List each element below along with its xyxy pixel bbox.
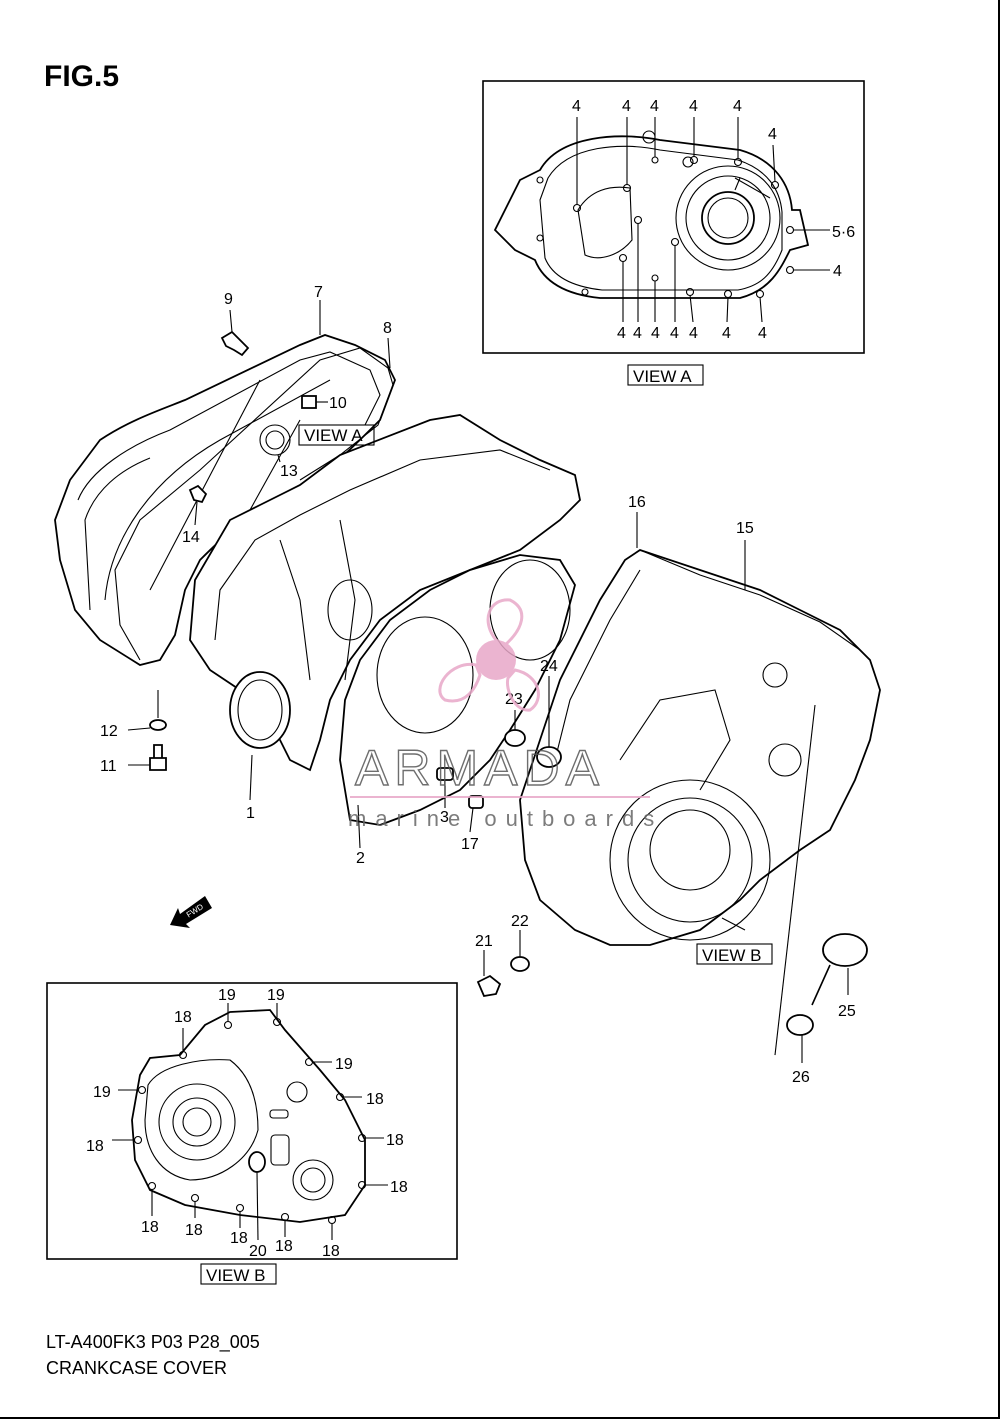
label-11: 11 — [100, 758, 117, 775]
view-a-label: 4 — [650, 98, 659, 115]
view-a-caption-box — [627, 364, 704, 386]
watermark-propeller-hub-icon — [476, 640, 516, 680]
view-a-label: 4 — [833, 263, 842, 280]
figure-name: CRANKCASE COVER — [46, 1358, 228, 1378]
label-14: 14 — [182, 529, 200, 546]
view-a-label: 4 — [689, 325, 698, 342]
watermark-tagline: marine outboards — [348, 806, 663, 831]
view-a-label: 5·6 — [832, 224, 855, 241]
view-a-label: 4 — [617, 325, 626, 342]
view-b-label: 18 — [174, 1009, 192, 1026]
view-a-label: 4 — [733, 98, 742, 115]
view-b-label: 20 — [249, 1243, 267, 1260]
part-9-bolt — [220, 330, 250, 357]
watermark-brand: ARMADA — [355, 740, 605, 796]
figure-code: LT-A400FK3 P03 P28_005 — [46, 1332, 260, 1352]
view-b-label: 18 — [390, 1179, 408, 1196]
view-a-ref-box — [298, 424, 375, 446]
label-7: 7 — [314, 284, 323, 301]
view-b-label: 18 — [366, 1091, 384, 1108]
view-b-ref: VIEW B — [702, 946, 762, 965]
view-a-label: 4 — [768, 126, 777, 143]
view-b-inset: 19 19 18 19 19 18 18 18 18 18 18 18 20 1… — [46, 982, 458, 1285]
view-a-label: 4 — [572, 98, 581, 115]
label-16: 16 — [628, 494, 646, 511]
label-25: 25 — [838, 1003, 856, 1020]
label-21: 21 — [475, 933, 493, 950]
view-a-label: 4 — [633, 325, 642, 342]
view-a-label: 4 — [651, 325, 660, 342]
view-a-caption: VIEW A — [633, 367, 692, 386]
part-1-crankcase-middle — [189, 414, 581, 772]
view-b-label: 18 — [322, 1243, 340, 1260]
view-a-label: 4 — [689, 98, 698, 115]
view-a-label: 4 — [622, 98, 631, 115]
view-a-label: 4 — [670, 325, 679, 342]
label-2: 2 — [356, 850, 365, 867]
view-b-label: 19 — [93, 1084, 111, 1101]
part-11-plug — [149, 744, 167, 771]
view-a-inner-plate — [577, 186, 633, 259]
view-b-frame — [46, 982, 458, 1260]
label-24: 24 — [540, 658, 558, 675]
view-b-ref-box — [696, 943, 773, 965]
label-8: 8 — [383, 320, 392, 337]
view-b-label: 19 — [267, 987, 285, 1004]
part-26-oring — [786, 1014, 814, 1036]
part-21-bolt — [476, 974, 502, 998]
view-b-label: 18 — [386, 1132, 404, 1149]
view-b-caption: VIEW B — [206, 1266, 266, 1285]
view-a-frame — [482, 80, 865, 354]
label-22: 22 — [511, 913, 529, 930]
main-leader-lines — [127, 300, 849, 1063]
label-10: 10 — [329, 395, 347, 412]
label-9: 9 — [224, 291, 233, 308]
label-17: 17 — [461, 836, 479, 853]
view-b-label: 18 — [275, 1238, 293, 1255]
label-1: 1 — [246, 805, 255, 822]
view-b-labels: 19 19 18 19 19 18 18 18 18 18 18 18 20 1… — [86, 987, 408, 1260]
part-8-gasket — [114, 347, 394, 661]
fwd-arrow-icon: FWD — [170, 896, 212, 928]
label-15: 15 — [736, 520, 754, 537]
part-22-washer — [510, 956, 530, 972]
view-a-ref: VIEW A — [304, 426, 363, 445]
view-b-caption-box — [200, 1263, 277, 1285]
armada-watermark-logo: ARMADA marine outboards — [348, 598, 663, 831]
part-14-bolt — [188, 484, 208, 504]
view-b-label: 19 — [335, 1056, 353, 1073]
view-b-label: 18 — [185, 1222, 203, 1239]
view-b-label: 18 — [141, 1219, 159, 1236]
view-a-inset: 4 4 4 4 4 4 5·6 4 4 4 4 4 4 4 4 VIEW A — [482, 80, 865, 386]
part-16-right-cover — [519, 549, 881, 946]
part-25-dipstick — [822, 933, 868, 967]
label-26: 26 — [792, 1069, 810, 1086]
view-b-label: 19 — [218, 987, 236, 1004]
part-12-washer — [149, 719, 167, 731]
part-15-gasket — [639, 549, 861, 651]
view-a-label: 4 — [758, 325, 767, 342]
view-a-top-labels: 4 4 4 4 4 4 5·6 4 4 4 4 4 4 4 4 — [572, 98, 855, 342]
label-13: 13 — [280, 463, 298, 480]
small-parts — [149, 330, 868, 1036]
view-a-label: 4 — [722, 325, 731, 342]
label-12: 12 — [100, 723, 118, 740]
view-b-label: 18 — [230, 1230, 248, 1247]
part-10-dowel — [301, 395, 317, 409]
view-b-label: 18 — [86, 1138, 104, 1155]
figure-title: FIG.5 — [44, 60, 120, 93]
view-a-cover-outline — [493, 135, 810, 299]
label-3: 3 — [440, 809, 449, 826]
